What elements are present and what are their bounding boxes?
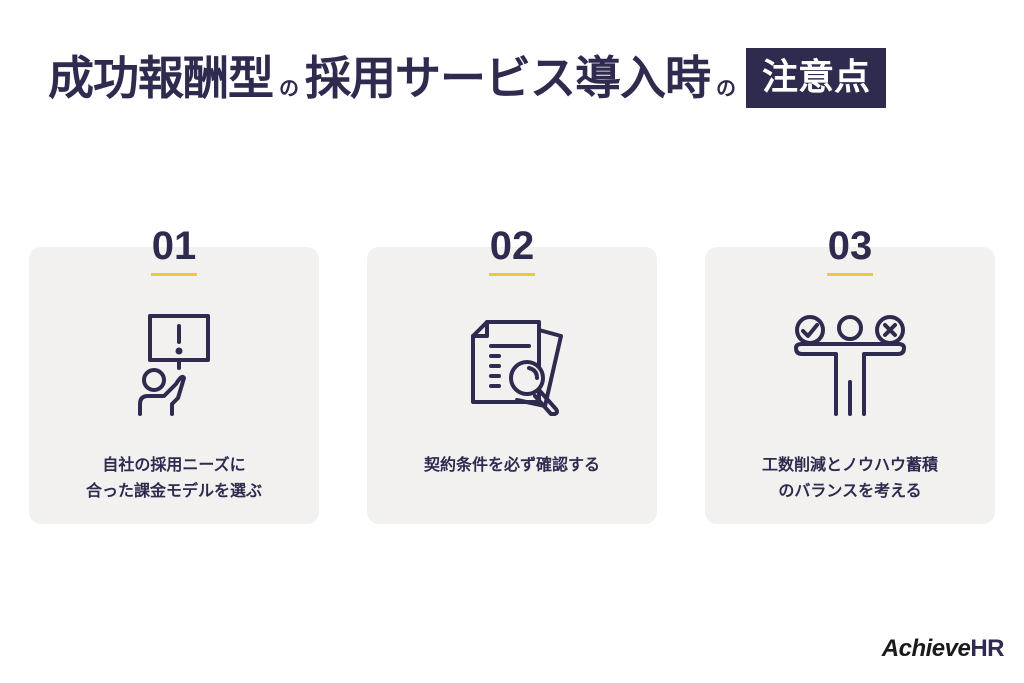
achievehr-logo: AchieveHR	[881, 635, 1005, 663]
card-number: 01	[151, 224, 197, 268]
card-label: 自社の採用ニーズに 合った課金モデルを選ぶ	[29, 452, 319, 504]
person-balancing-check-cross-icon	[705, 310, 995, 420]
title-connector2: の	[716, 75, 736, 100]
logo-text-hr: HR	[970, 635, 1004, 662]
number-underline	[151, 273, 197, 276]
card-label: 工数削減とノウハウ蓄積 のバランスを考える	[705, 452, 995, 504]
label-line: 工数削減とノウハウ蓄積	[761, 455, 938, 474]
label-line: 契約条件を必ず確認する	[423, 455, 600, 474]
label-line: 合った課金モデルを選ぶ	[85, 481, 262, 500]
number-underline	[827, 273, 873, 276]
page-title: 成功報酬型 の 採用サービス導入時 の 注意点	[48, 42, 887, 114]
card-number: 02	[489, 224, 535, 268]
title-connector1: の	[279, 75, 299, 100]
logo-text-achieve: Achieve	[881, 635, 971, 662]
number-underline	[489, 273, 535, 276]
label-line: 自社の採用ニーズに	[102, 455, 246, 474]
title-part1: 成功報酬型	[48, 51, 274, 105]
card-label: 契約条件を必ず確認する	[367, 452, 657, 478]
document-magnifier-icon	[367, 310, 657, 420]
card-number: 03	[827, 224, 873, 268]
label-line: のバランスを考える	[778, 481, 922, 500]
title-part2: 採用サービス導入時	[305, 51, 711, 105]
title-highlight: 注意点	[746, 48, 887, 108]
person-holding-warning-sign-icon	[29, 310, 319, 420]
